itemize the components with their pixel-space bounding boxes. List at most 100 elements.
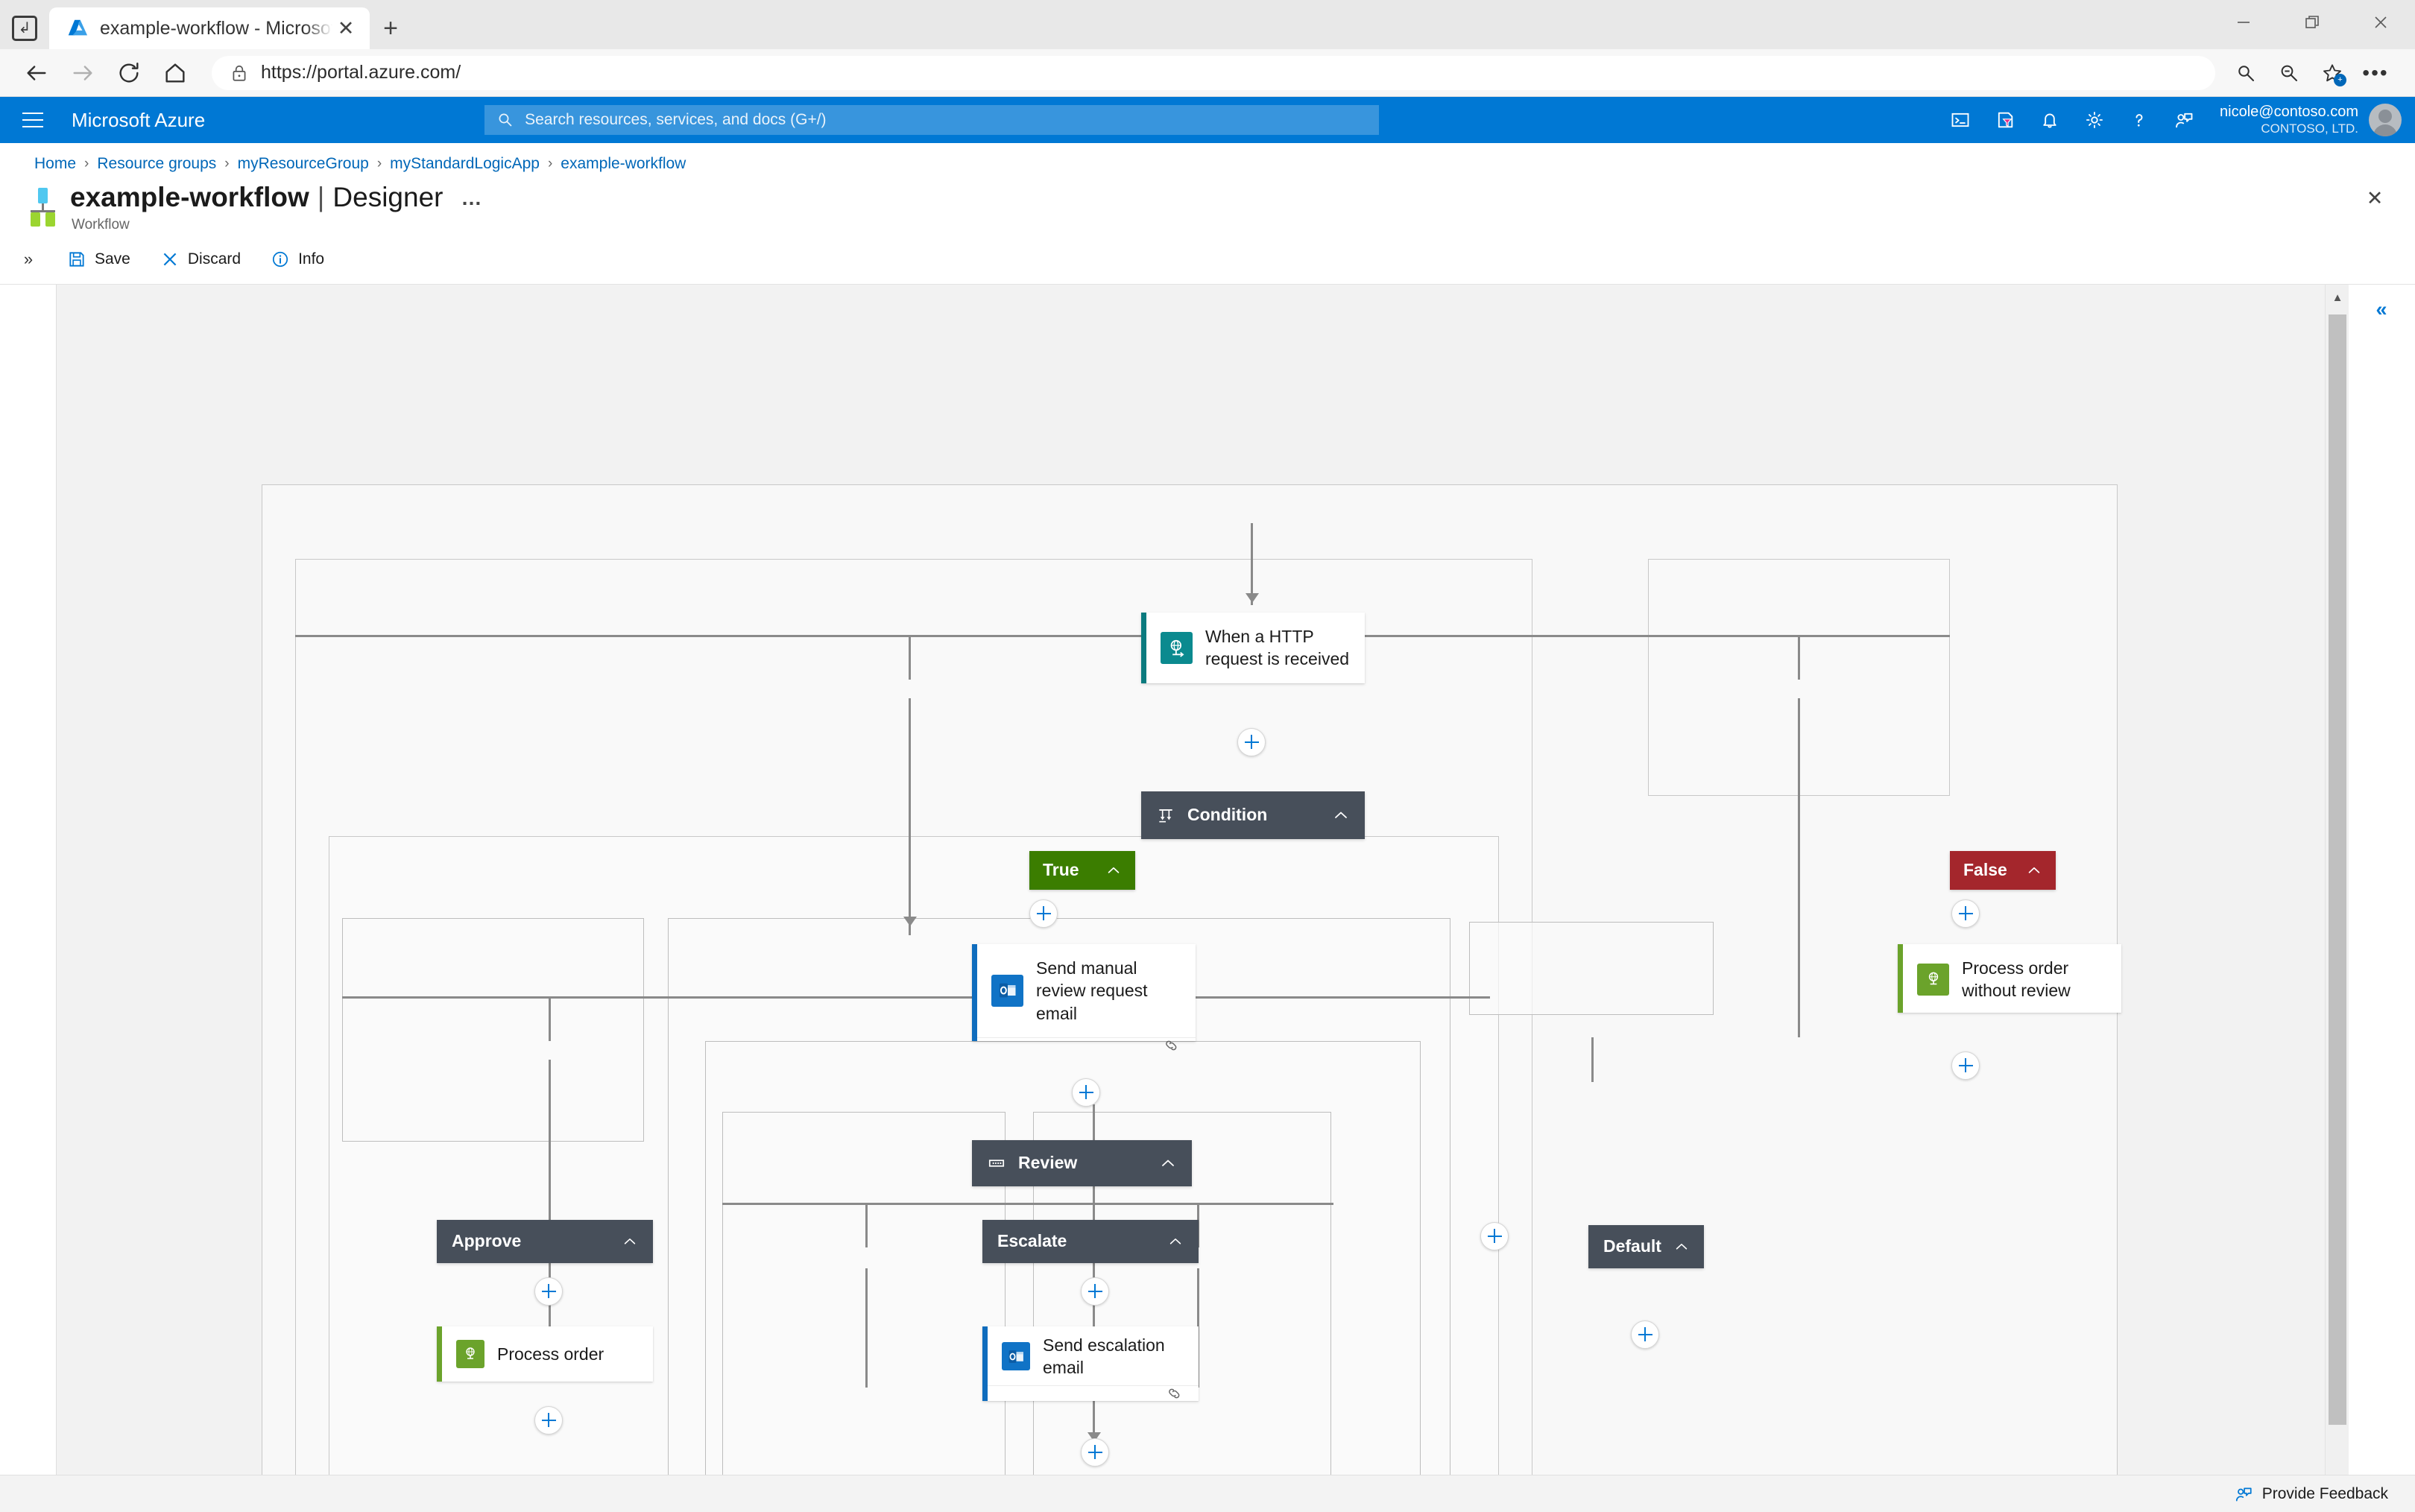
case-approve-header[interactable]: Approve xyxy=(437,1219,653,1263)
add-action-after-process-order[interactable] xyxy=(534,1405,563,1434)
tab-actions-icon[interactable]: ↲ xyxy=(0,7,49,49)
add-action-case-escalate[interactable] xyxy=(1081,1277,1109,1306)
avatar[interactable] xyxy=(2368,104,2402,136)
feedback-icon[interactable] xyxy=(2162,101,2206,139)
case-escalate-header[interactable]: Escalate xyxy=(982,1219,1199,1263)
add-switch-case-button[interactable] xyxy=(1480,1221,1509,1250)
zoom-out-icon[interactable] xyxy=(2269,53,2309,93)
save-button[interactable]: Save xyxy=(55,245,142,273)
add-action-after-process-without-review[interactable] xyxy=(1951,1051,1980,1080)
info-button[interactable]: Info xyxy=(259,245,336,273)
chevron-up-icon[interactable] xyxy=(1332,806,1350,824)
settings-gear-icon[interactable] xyxy=(2072,101,2117,139)
designer-canvas: When a HTTP request is received Cond xyxy=(57,285,2349,1492)
action-card-send-manual-review[interactable]: Send manual review request email xyxy=(972,943,1196,1051)
action-card-process-order[interactable]: Process order xyxy=(437,1326,653,1382)
breadcrumb-item-home[interactable]: Home xyxy=(34,155,77,172)
window-close-icon[interactable] xyxy=(2346,0,2415,45)
edge-check-rail xyxy=(722,1202,1333,1205)
case-default-container xyxy=(1469,921,1714,1015)
add-favorite-icon[interactable]: + xyxy=(2312,53,2352,93)
breadcrumb-item-example-workflow[interactable]: example-workflow xyxy=(561,155,686,172)
edge-false-stem2 xyxy=(1798,698,1800,1037)
http-request-icon xyxy=(1161,631,1193,664)
action-card-send-escalation-email[interactable]: Send escalation email xyxy=(982,1326,1199,1401)
directory-filter-icon[interactable] xyxy=(1983,101,2027,139)
new-tab-button[interactable]: + xyxy=(383,14,398,42)
browser-tab[interactable]: example-workflow - Microsoft Az ✕ xyxy=(49,7,370,49)
blade-more-icon[interactable]: … xyxy=(461,186,484,209)
tab-close-icon[interactable]: ✕ xyxy=(337,16,355,39)
scrollbar-thumb[interactable] xyxy=(2329,314,2346,1425)
trigger-card-http-request[interactable]: When a HTTP request is received xyxy=(1141,612,1365,683)
blade-header: Home › Resource groups › myResourceGroup… xyxy=(0,143,2415,285)
breadcrumb-item-myresourcegroup[interactable]: myResourceGroup xyxy=(237,155,369,172)
card-accent xyxy=(437,1326,442,1382)
blade-close-icon[interactable]: ✕ xyxy=(2366,186,2384,209)
add-action-false-branch[interactable] xyxy=(1951,899,1980,928)
breadcrumb-item-mystandardlogicapp[interactable]: myStandardLogicApp xyxy=(390,155,540,172)
case-default-header[interactable]: Default xyxy=(1588,1224,1704,1268)
browser-more-icon[interactable]: ••• xyxy=(2362,60,2389,84)
condition-branch-icon xyxy=(1156,806,1175,825)
window-restore-icon[interactable] xyxy=(2278,0,2346,45)
add-action-after-escalation-email[interactable] xyxy=(1081,1437,1109,1467)
add-action-after-manual-review[interactable] xyxy=(1072,1078,1100,1107)
reload-icon[interactable] xyxy=(109,53,149,93)
read-aloud-icon[interactable] xyxy=(2226,53,2266,93)
azure-top-bar: Microsoft Azure Search resources, servic… xyxy=(0,97,2415,143)
address-bar[interactable]: https://portal.azure.com/ xyxy=(212,55,2215,90)
window-minimize-icon[interactable] xyxy=(2209,0,2278,45)
lock-icon xyxy=(230,63,249,83)
canvas-vertical-scrollbar[interactable]: ▲ ▼ xyxy=(2325,284,2349,1492)
case-default-label: Default xyxy=(1603,1236,1661,1256)
branch-badge-false[interactable]: False xyxy=(1950,850,2056,890)
edge-manual-review-down xyxy=(909,698,911,935)
action-card-label: Send escalation email xyxy=(1043,1335,1165,1378)
chevron-up-icon[interactable] xyxy=(2026,862,2042,879)
edge-arrow xyxy=(1246,592,1259,603)
address-bar-url: https://portal.azure.com/ xyxy=(261,62,461,83)
add-action-case-approve[interactable] xyxy=(534,1277,563,1306)
chevron-up-icon[interactable] xyxy=(1159,1154,1177,1172)
chevron-up-icon[interactable] xyxy=(1167,1233,1184,1250)
page-title: example-workflow | Designer … xyxy=(70,183,483,212)
condition-node-header[interactable]: Condition xyxy=(1141,791,1365,839)
favorite-badge: + xyxy=(2334,73,2346,86)
provide-feedback-button[interactable]: Provide Feedback xyxy=(2234,1484,2388,1504)
forward-icon[interactable] xyxy=(63,53,103,93)
add-action-after-trigger[interactable] xyxy=(1237,727,1266,756)
edge-false-stem xyxy=(1798,634,1800,680)
add-action-true-branch[interactable] xyxy=(1029,899,1058,928)
back-icon[interactable] xyxy=(16,53,57,93)
designer-area: When a HTTP request is received Cond xyxy=(0,284,2415,1492)
azure-brand[interactable]: Microsoft Azure xyxy=(72,108,206,131)
chevron-up-icon[interactable] xyxy=(622,1233,638,1250)
discard-button[interactable]: Discard xyxy=(148,245,253,273)
help-icon[interactable] xyxy=(2117,101,2162,139)
scroll-up-icon[interactable]: ▲ xyxy=(2332,291,2343,305)
global-search-input[interactable]: Search resources, services, and docs (G+… xyxy=(484,105,1380,135)
cloud-shell-icon[interactable] xyxy=(1938,101,1983,139)
breadcrumb-separator: › xyxy=(224,156,230,171)
branch-badge-true[interactable]: True xyxy=(1029,850,1135,890)
collapse-panel-icon[interactable]: « xyxy=(2375,297,2387,320)
edge-arrow xyxy=(903,916,917,926)
command-bar-expand-icon[interactable]: » xyxy=(23,249,34,268)
connection-link-icon[interactable] xyxy=(1166,1386,1184,1405)
action-card-process-without-review[interactable]: Process order without review xyxy=(1898,943,2121,1013)
breadcrumb-item-resource-groups[interactable]: Resource groups xyxy=(97,155,217,172)
switch-node-review-header[interactable]: Review xyxy=(972,1139,1192,1186)
search-icon xyxy=(496,111,514,129)
title-separator: | xyxy=(317,182,325,212)
account-info[interactable]: nicole@contoso.com CONTOSO, LTD. xyxy=(2220,103,2358,136)
home-icon[interactable] xyxy=(155,53,195,93)
portal-menu-icon[interactable] xyxy=(13,101,52,139)
notifications-icon[interactable] xyxy=(2027,101,2072,139)
add-action-case-default[interactable] xyxy=(1631,1320,1659,1349)
chevron-up-icon[interactable] xyxy=(1105,862,1122,879)
chevron-up-icon[interactable] xyxy=(1673,1239,1690,1255)
global-search-placeholder: Search resources, services, and docs (G+… xyxy=(525,111,827,128)
connection-link-icon[interactable] xyxy=(1163,1038,1181,1057)
breadcrumb-separator: › xyxy=(376,156,382,171)
